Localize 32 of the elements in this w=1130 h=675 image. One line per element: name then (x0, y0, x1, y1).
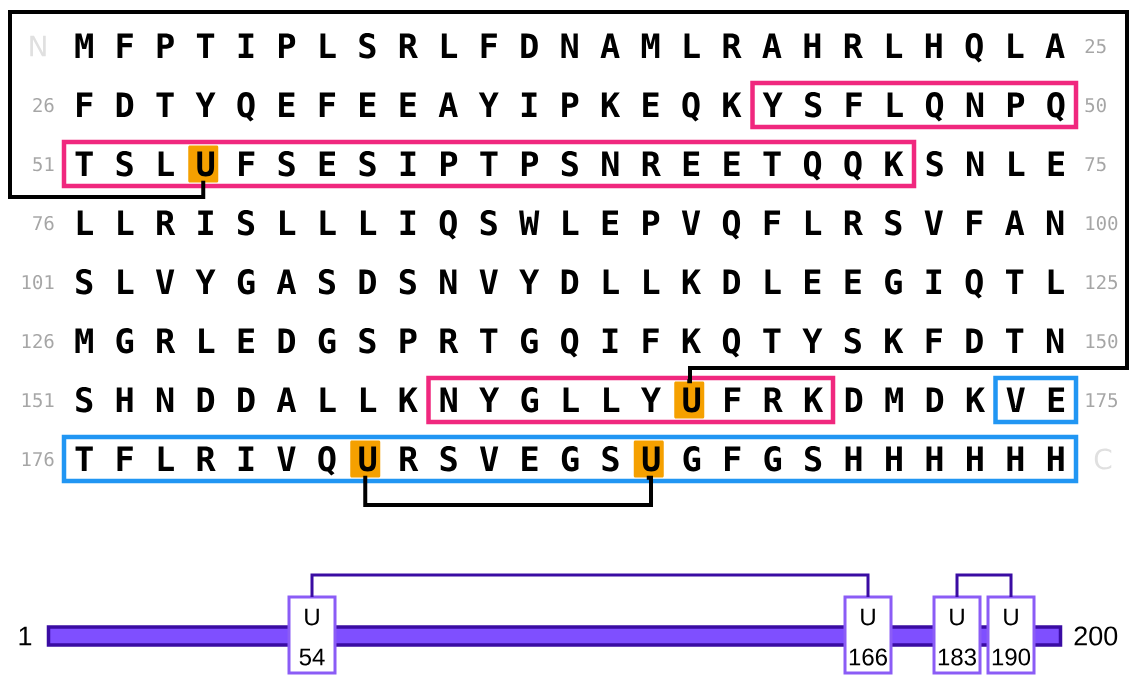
residue-box: U 166 (843, 595, 893, 675)
sequence-letters: F D T Y Q E F E E A Y I P K E Q K (77, 92, 742, 122)
residue-number: 100 (1086, 215, 1118, 231)
residue-number: 151 (22, 393, 54, 408)
peptide-box: V E (993, 375, 1079, 425)
residue-number: 76 (33, 215, 54, 231)
residue-number: 125 (1086, 274, 1117, 290)
residue-number: 51 (33, 157, 54, 172)
position-label: 200 (1074, 626, 1118, 646)
residue-number: 101 (22, 274, 54, 290)
residue-number: 26 (33, 97, 54, 113)
peptide-box: Y S F L Q N P Q (750, 80, 1079, 130)
sequence-letters: M F P T I P L S R L F D N A M L R A H R L H Q L A (75, 33, 1065, 63)
residue-box: U 190 (986, 595, 1036, 675)
residue-box: U 54 (287, 595, 337, 675)
highlighted-residue: U (350, 440, 381, 478)
bond-connector (955, 573, 1013, 597)
residue-box: U 183 (932, 595, 982, 675)
sequence-letters: S L V Y G A S D S N V Y D L L K D L E E G I Q T L (76, 269, 1064, 299)
highlighted-residue: U (674, 381, 705, 419)
position-label: 1 (19, 626, 32, 646)
bond-connector (363, 475, 653, 507)
highlighted-residue: U (188, 145, 219, 183)
bond-connector (8, 10, 1129, 384)
bond-connector (310, 573, 870, 597)
residue-number: 126 (22, 333, 54, 349)
residue-number: 150 (1086, 333, 1118, 349)
residue-number: 25 (1085, 38, 1106, 54)
highlighted-residue: U (633, 440, 664, 478)
residue-number: 176 (22, 451, 54, 467)
residue-number: 75 (1085, 157, 1106, 172)
sequence-letters: M G R L E D G S P R T G Q I F K Q T Y S K F D T N (75, 328, 1064, 358)
